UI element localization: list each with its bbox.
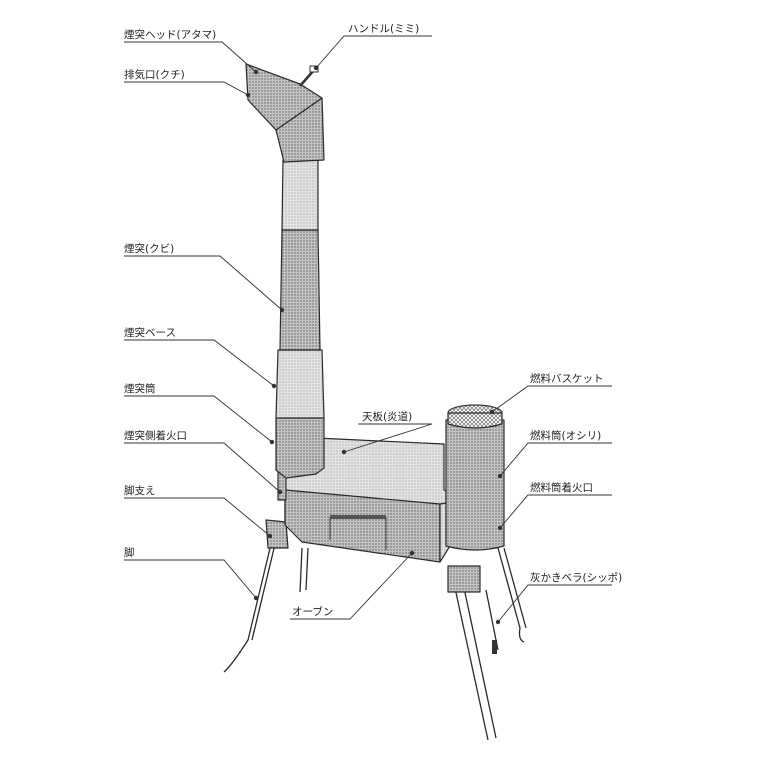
label-handle: ハンドル(ミミ)	[348, 23, 419, 35]
labels: 煙突ヘッド(アタマ) 排気口(クチ) ハンドル(ミミ) 煙突(クビ) 煙突ベース…	[124, 23, 622, 618]
ash-scraper-tip	[492, 640, 497, 654]
oven-door-handle	[330, 515, 386, 519]
label-chimney-side-port: 煙突側着火口	[124, 429, 187, 442]
oven-body	[284, 437, 467, 563]
label-chimney-head: 煙突ヘッド(アタマ)	[124, 28, 216, 41]
leader-lines	[124, 35, 612, 625]
label-fuel-basket: 燃料バスケット	[530, 372, 604, 385]
label-ash-scraper: 灰かきベラ(シッポ)	[530, 571, 622, 584]
chimney	[245, 63, 325, 501]
label-fuel-tube: 燃料筒(オシリ)	[530, 429, 601, 442]
label-fuel-tube-port: 燃料筒着火口	[530, 481, 593, 494]
label-chimney-tube: 煙突筒	[124, 382, 156, 395]
leg-support-block	[265, 519, 289, 549]
label-leg: 脚	[124, 546, 135, 559]
label-top-plate: 天板(炎道)	[362, 410, 412, 423]
label-chimney-neck: 煙突(クビ)	[124, 242, 174, 255]
label-oven: オーブン	[292, 605, 333, 618]
label-leg-support: 脚支え	[124, 484, 156, 497]
legs	[223, 539, 527, 741]
label-chimney-base: 煙突ベース	[124, 326, 176, 339]
fuel-tube	[445, 404, 505, 593]
label-exhaust-port: 排気口(クチ)	[124, 68, 185, 81]
